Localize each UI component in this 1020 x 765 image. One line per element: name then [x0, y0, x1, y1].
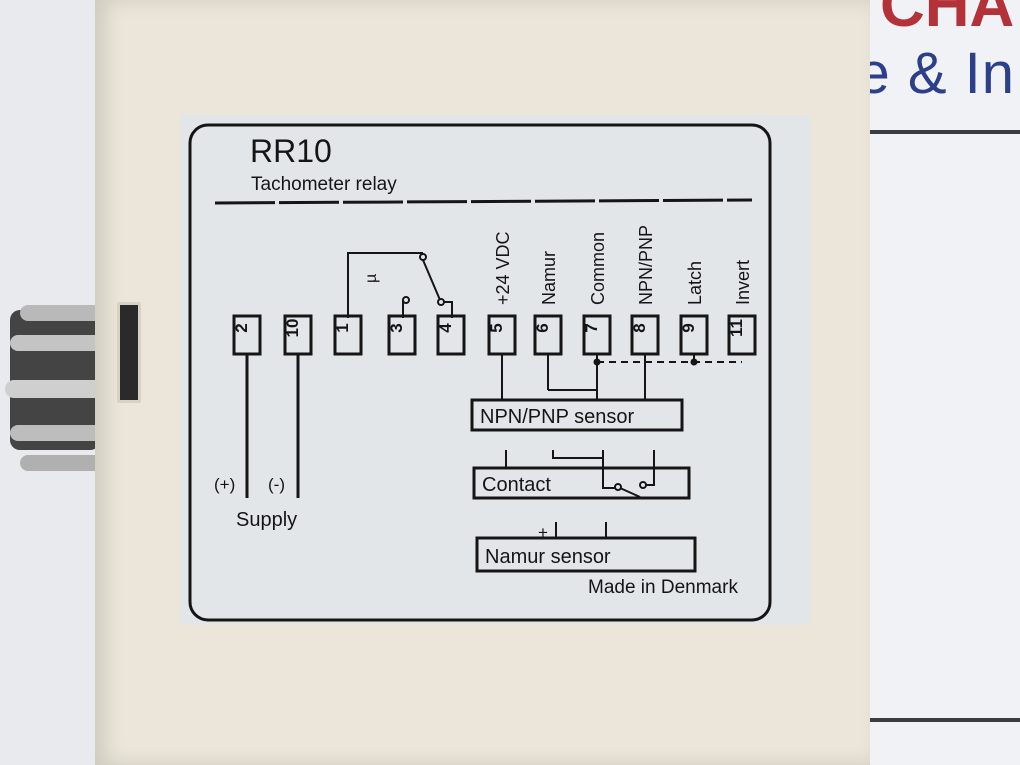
npn-pnp-sensor-label: NPN/PNP sensor [480, 406, 634, 428]
terminal-number: 10 [283, 319, 302, 338]
relay-pins [5, 305, 110, 471]
terminal-name: +24 VDC [493, 231, 513, 305]
made-in-label: Made in Denmark [588, 577, 738, 598]
namur-sensor-box [475, 536, 697, 573]
terminal-number: 11 [727, 319, 746, 337]
terminal-7-box [582, 314, 612, 356]
terminal-name: NPN/PNP [636, 225, 656, 305]
terminal-number: 2 [232, 323, 251, 332]
label-border [188, 123, 772, 622]
terminal-name: Invert [733, 260, 753, 305]
terminal-5-box [487, 314, 517, 356]
background-sign-top: CHA [880, 0, 1015, 40]
namur-plus-label: + [538, 523, 548, 542]
supply-plus-label: (+) [214, 475, 235, 494]
background-line [800, 130, 1020, 134]
terminal-9-box [679, 314, 709, 356]
model-subtitle: Tachometer relay [251, 174, 397, 195]
supply-minus-label: (-) [268, 475, 285, 494]
terminal-name: Namur [539, 251, 559, 305]
terminal-number: 9 [679, 323, 698, 332]
terminal-10-box [283, 314, 313, 356]
namur-sensor-label: Namur sensor [485, 546, 611, 568]
housing-slot [117, 302, 141, 403]
terminal-1-box [333, 314, 363, 356]
terminal-name: Latch [685, 261, 705, 305]
terminal-number: 4 [436, 323, 455, 333]
terminal-4-box [436, 314, 466, 356]
divider [214, 198, 753, 205]
terminal-number: 3 [387, 323, 406, 332]
relay-coil-symbol: µ [363, 274, 380, 283]
model-title: RR10 [250, 133, 332, 169]
terminal-number: 7 [582, 323, 601, 332]
terminal-number: 1 [333, 323, 352, 332]
supply-label: Supply [236, 509, 297, 531]
terminal-number: 8 [630, 323, 649, 332]
terminal-number: 5 [487, 323, 506, 332]
background-line [860, 718, 1020, 722]
contact-box [472, 466, 691, 500]
terminal-11-box [727, 314, 757, 356]
terminal-8-box [630, 314, 660, 356]
terminal-2-box [232, 314, 262, 356]
terminal-6-box [533, 314, 563, 356]
contact-label: Contact [482, 474, 551, 496]
npn-pnp-sensor-box [470, 398, 684, 432]
terminal-number: 6 [533, 323, 552, 332]
terminal-3-box [387, 314, 417, 356]
terminal-name: Common [588, 232, 608, 305]
